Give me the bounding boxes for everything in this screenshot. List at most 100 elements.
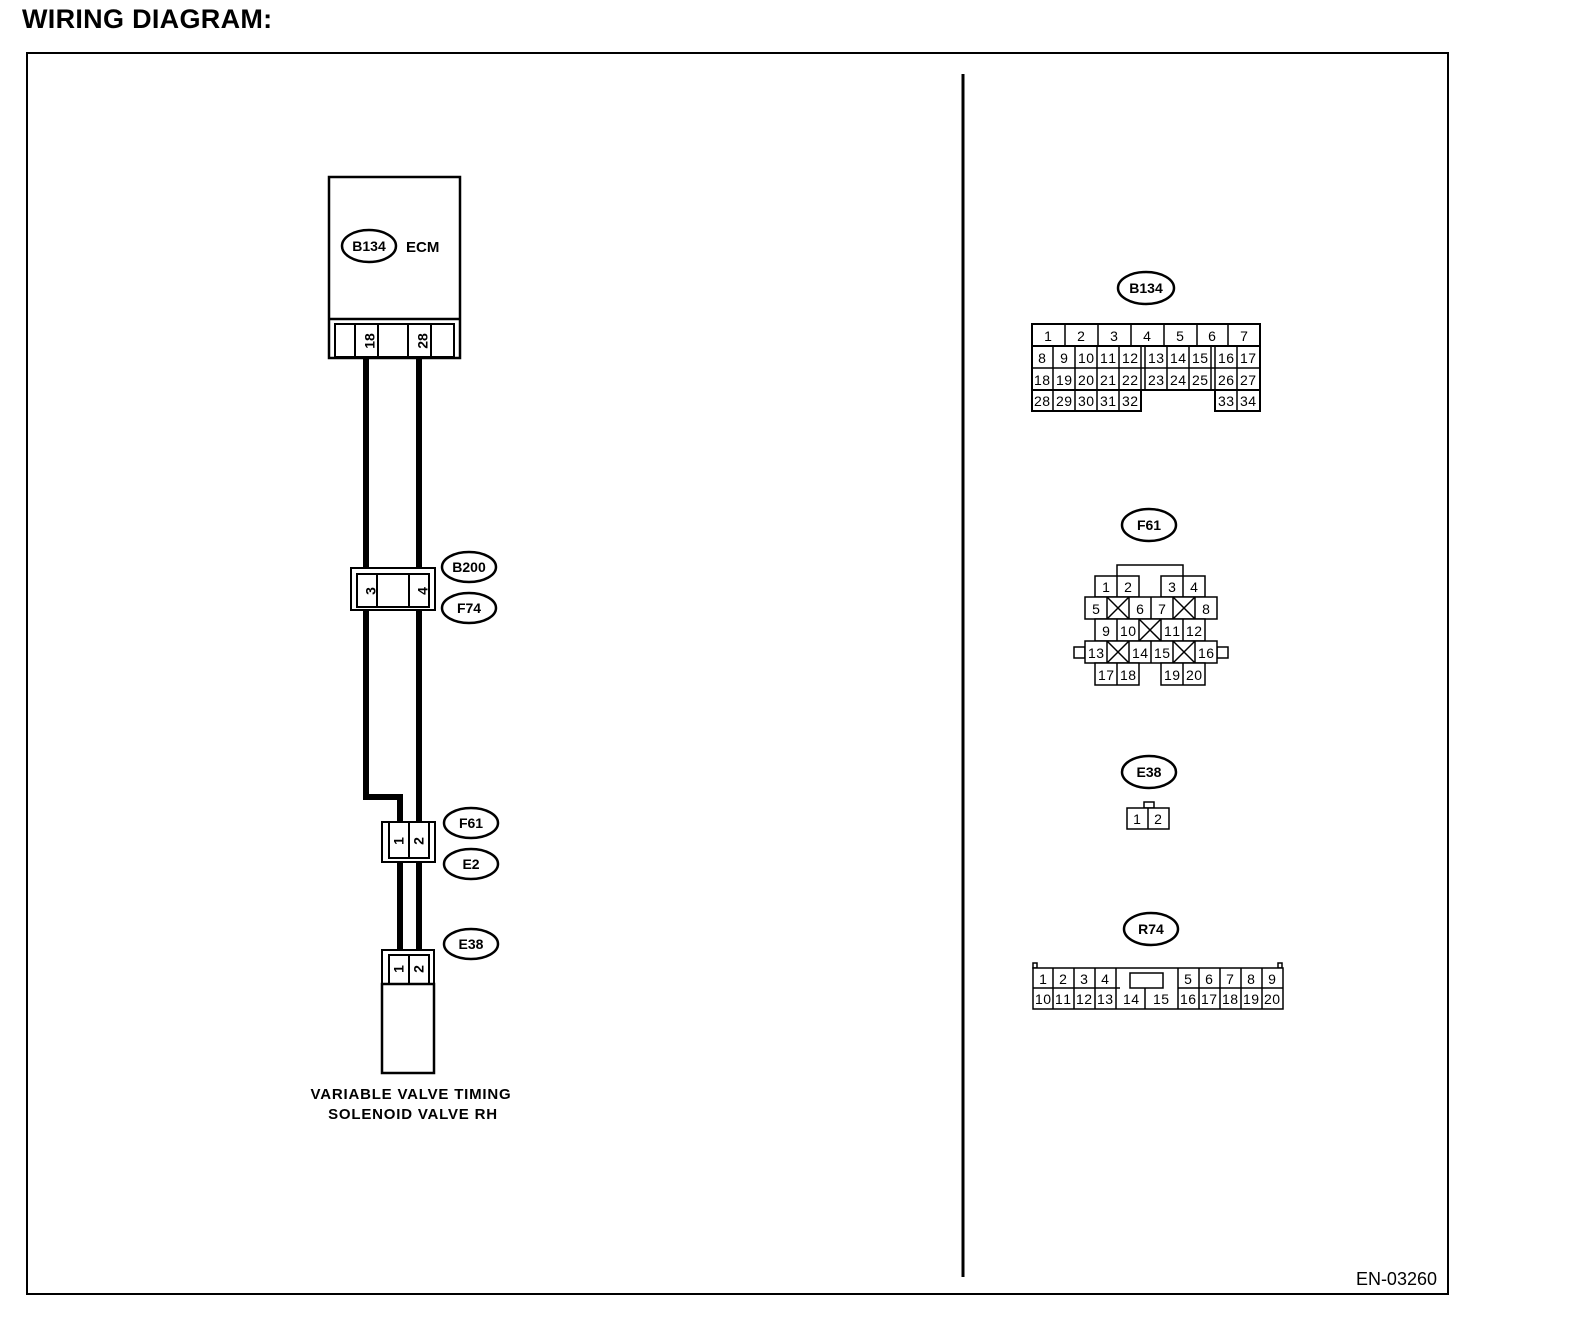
f61-pin-8: 8 [1202,601,1210,617]
ecm-label: ECM [406,239,439,256]
joint1-pin-4: 4 [415,587,431,595]
b134-pin-30: 30 [1078,393,1094,409]
b134-view-label: B134 [1129,280,1163,296]
joint2-lower-label: E2 [462,856,479,872]
f61-pin-9: 9 [1102,623,1110,639]
f61-pin-12: 12 [1186,623,1202,639]
f61-pin-4: 4 [1190,579,1198,595]
r74-pin-9: 9 [1268,971,1276,987]
e38-pin-2: 2 [1154,811,1162,827]
r74-pin-6: 6 [1205,971,1213,987]
b134-pin-14: 14 [1170,350,1186,366]
ecm-pin-18: 18 [362,333,378,349]
b134-pin-18: 18 [1034,372,1050,388]
b134-pin-10: 10 [1078,350,1094,366]
r74-pin-19: 19 [1243,991,1259,1007]
r74-pin-16: 16 [1180,991,1196,1007]
page-title: WIRING DIAGRAM: [22,4,273,34]
f61-pin-7: 7 [1158,601,1166,617]
b134-pin-26: 26 [1218,372,1234,388]
joint1-upper-label: B200 [452,559,486,575]
b134-pin-16: 16 [1218,350,1234,366]
f61-pin-17: 17 [1098,667,1114,683]
ecm-pin-28: 28 [415,333,431,349]
f61-pin-20: 20 [1186,667,1202,683]
b134-pin-15: 15 [1192,350,1208,366]
b134-pin-19: 19 [1056,372,1072,388]
r74-view-label: R74 [1138,921,1164,937]
connector-view-f61: F61 [1073,507,1229,686]
solenoid-pin-2: 2 [411,965,427,973]
b134-pin-1: 1 [1044,328,1052,344]
r74-pin-11: 11 [1055,991,1071,1007]
f61-pin-6: 6 [1136,601,1144,617]
b134-pin-3: 3 [1110,328,1118,344]
r74-pin-3: 3 [1080,971,1088,987]
b134-pin-11: 11 [1100,350,1116,366]
b134-pin-4: 4 [1143,328,1151,344]
ecm-connector-label: B134 [352,238,386,254]
b134-pin-28: 28 [1034,393,1050,409]
b134-pin-6: 6 [1208,328,1216,344]
diagram-frame [26,52,1449,1295]
r74-pin-13: 13 [1097,991,1113,1007]
r74-pin-18: 18 [1222,991,1238,1007]
joint2-upper-label: F61 [459,815,483,831]
b134-pin-34: 34 [1240,393,1256,409]
b134-pin-24: 24 [1170,372,1186,388]
f61-pin-15: 15 [1154,645,1170,661]
b134-pin-8: 8 [1038,350,1046,366]
b134-pin-33: 33 [1218,393,1234,409]
wire-harness [363,357,422,955]
f61-pin-11: 11 [1164,623,1180,639]
r74-pin-15: 15 [1153,991,1169,1007]
f61-pin-19: 19 [1164,667,1180,683]
f61-pin-13: 13 [1088,645,1104,661]
b134-pin-32: 32 [1122,393,1138,409]
r74-pin-20: 20 [1264,991,1280,1007]
b134-pin-21: 21 [1100,372,1116,388]
figure-code: EN-03260 [1356,1269,1437,1289]
r74-pin-7: 7 [1226,971,1234,987]
solenoid-label-line1: VARIABLE VALVE TIMING [311,1086,512,1103]
joint-connector-b200-f74: 3 4 B200 F74 [350,550,498,625]
b134-pin-17: 17 [1240,350,1256,366]
solenoid-valve: 1 2 E38 VARIABLE VALVE TIMING SOLENOID V… [311,927,512,1123]
b134-pin-13: 13 [1148,350,1164,366]
r74-pin-1: 1 [1039,971,1047,987]
joint2-pin-2: 2 [411,837,427,845]
f61-pin-16: 16 [1198,645,1214,661]
b134-pin-7: 7 [1240,328,1248,344]
r74-pin-8: 8 [1247,971,1255,987]
joint1-lower-label: F74 [457,600,481,616]
joint-connector-f61-e2: 1 2 F61 E2 [381,806,500,881]
f61-pin-2: 2 [1124,579,1132,595]
joint2-pin-1: 1 [391,837,407,845]
f61-pin-10: 10 [1120,623,1136,639]
f61-pin-14: 14 [1132,645,1148,661]
f61-pin-1: 1 [1102,579,1110,595]
r74-pin-14: 14 [1123,991,1139,1007]
joint1-pin-3: 3 [363,587,379,595]
solenoid-label-line2: SOLENOID VALVE RH [328,1106,498,1123]
b134-pin-22: 22 [1122,372,1138,388]
b134-pin-2: 2 [1077,328,1085,344]
b134-pin-20: 20 [1078,372,1094,388]
e38-pin-1: 1 [1133,811,1141,827]
e38-view-label: E38 [1137,764,1162,780]
b134-pin-27: 27 [1240,372,1256,388]
b134-pin-25: 25 [1192,372,1208,388]
r74-pin-10: 10 [1035,991,1051,1007]
b134-pin-23: 23 [1148,372,1164,388]
connector-view-e38: E38 1 2 [1120,754,1178,830]
b134-pin-9: 9 [1060,350,1068,366]
r74-pin-12: 12 [1076,991,1092,1007]
f61-pin-18: 18 [1120,667,1136,683]
r74-pin-2: 2 [1059,971,1067,987]
f61-view-label: F61 [1137,517,1161,533]
b134-pin-31: 31 [1100,393,1116,409]
f61-pin-3: 3 [1168,579,1176,595]
